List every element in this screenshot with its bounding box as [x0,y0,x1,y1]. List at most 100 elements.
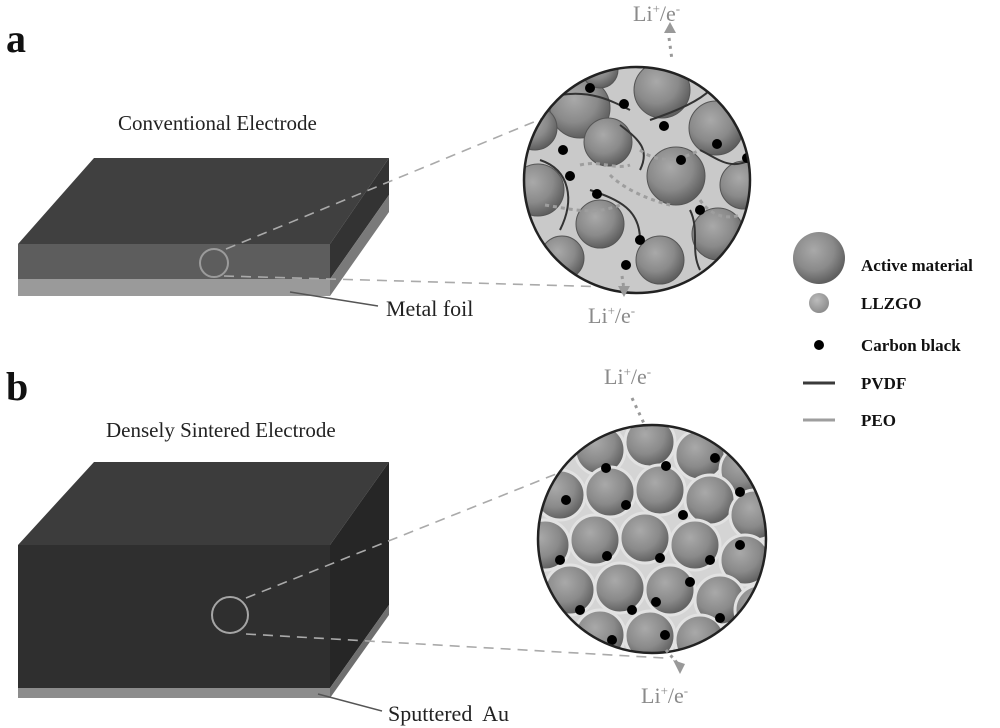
carbon-black-particle [678,510,688,520]
electrode-b-front-face [18,545,330,688]
sintered-microstructure-zoom [536,423,768,655]
carbon-black-particle [660,630,670,640]
carbon-black-particle [712,139,722,149]
flow-arrow-a-bottom [620,275,626,290]
active-material-particle [524,105,558,151]
electrode-b-zoom-marker [211,596,249,634]
zoom-guide-a-top [225,111,559,250]
active-material-particle [646,146,706,206]
carbon-black-particle [705,555,715,565]
llzgo-icon [809,293,829,313]
peo-binder-line [608,173,671,207]
sputtered-au-layer-side [330,605,389,698]
flow-label-a-top: Li+/e- [633,1,680,26]
zoom-guide-a-bottom [223,275,613,288]
densely-sintered-electrode-block [18,462,389,698]
sintered-active-particle [538,468,587,522]
conventional-microstructure-zoom [522,65,752,295]
carbon-black-particle [685,577,695,587]
sintered-active-particle [573,608,627,653]
carbon-black-particle [607,635,617,645]
legend: Active material LLZGO Carbon black PVDF … [793,232,973,430]
legend-label-pvdf: PVDF [861,374,906,393]
carbon-black-particle [676,155,686,165]
sintered-active-particle [728,488,766,542]
panel-a-title: Conventional Electrode [118,111,317,135]
flow-label-a-bottom: Li+/e- [588,303,635,328]
carbon-black-particle [592,189,602,199]
conventional-electrode-slab [18,158,389,296]
active-material-particle [737,87,750,133]
sintered-active-particle [718,533,766,587]
sintered-active-particle [683,473,737,527]
carbon-black-particle [661,461,671,471]
active-material-particle [583,117,633,167]
legend-label-llzgo: LLZGO [861,294,921,313]
carbon-black-particle [710,453,720,463]
metal-foil-callout-line [289,291,379,307]
metal-foil-a-side [330,195,389,296]
flow-label-b-bottom: Li+/e- [641,683,688,708]
carbon-black-particle [715,613,725,623]
panel-b-title: Densely Sintered Electrode [106,418,336,442]
carbon-black-particle [695,205,705,215]
panel-b-label: b [6,364,28,409]
sintered-active-particle [633,463,687,517]
carbon-black-particle [635,235,645,245]
carbon-black-particle [601,463,611,473]
flow-arrow-a-top [666,29,674,61]
pvdf-binder-line [539,159,570,231]
metal-foil-a [18,279,330,296]
carbon-black-particle [627,605,637,615]
sintered-active-particle [673,613,727,653]
peo-binder-line [639,148,701,161]
active-material-particle [633,67,691,119]
carbon-black-particle [621,500,631,510]
legend-label-peo: PEO [861,411,896,430]
electrode-a-front-face [18,244,330,279]
legend-label-active-material: Active material [861,256,973,275]
carbon-black-particle [575,605,585,615]
carbon-black-particle [602,551,612,561]
carbon-black-particle [555,555,565,565]
carbon-black-particle [565,171,575,181]
flow-arrow-b-top [630,397,650,433]
sintered-active-particle [643,563,697,617]
sputtered-au-callout-line [317,693,383,712]
active-material-particle [635,235,685,285]
electrode-b-side-face [330,462,389,688]
sintered-active-particle [593,561,647,615]
active-material-particle [619,67,661,69]
electrode-a-top-face [18,158,389,244]
carbon-black-particle [651,597,661,607]
sintered-active-particle [568,513,622,567]
carbon-black-icon [814,340,824,350]
active-material-particle [539,235,585,281]
active-material-icon [793,232,845,284]
carbon-black-particle [735,540,745,550]
peo-binder-line [698,199,741,219]
sputtered-au-layer [18,688,330,698]
peo-binder-line [544,203,621,213]
carbon-black-particle [655,553,665,563]
zoom-guide-b-bottom [245,633,665,659]
active-material-particle [719,160,750,210]
carbon-black-particle [659,121,669,131]
sintered-active-particle [538,613,582,653]
carbon-black-particle [735,487,745,497]
carbon-black-particle [621,260,631,270]
flow-arrowhead-a-top [664,22,676,33]
electrode-b-top-face [18,462,389,545]
carbon-black-particle [619,99,629,109]
legend-label-carbon-black: Carbon black [861,336,961,355]
pvdf-binder-line [619,124,645,171]
electrode-a-zoom-marker [199,248,229,278]
metal-foil-label: Metal foil [386,296,473,321]
sputtered-au-label: Sputtered Au [388,701,509,726]
flow-arrowhead-b-bottom [673,660,685,674]
panel-a-label: a [6,16,26,61]
sintered-active-particle [543,563,597,617]
flow-label-b-top: Li+/e- [604,364,651,389]
carbon-black-particle [585,83,595,93]
